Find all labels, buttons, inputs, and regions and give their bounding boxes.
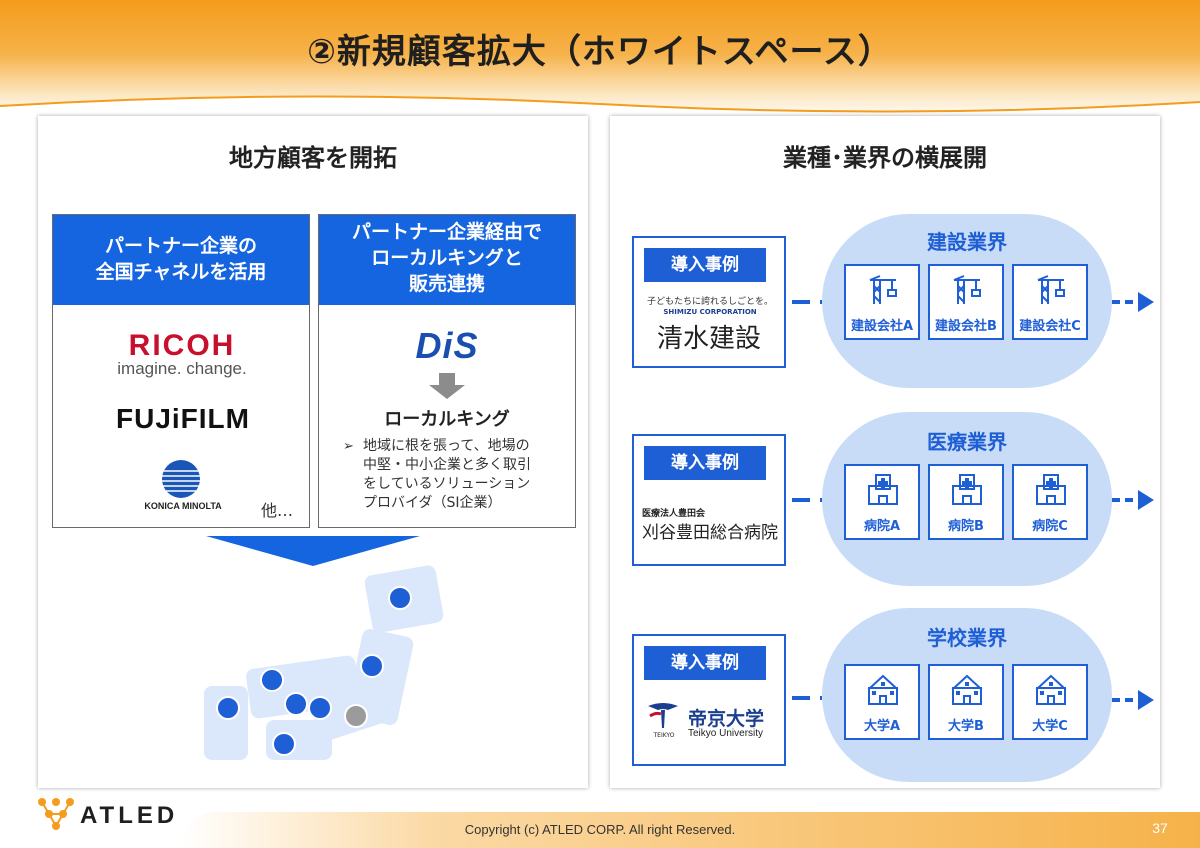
company-card[interactable]: 病院A [844,464,920,540]
partner-column-header: パートナー企業の 全国チャネルを活用 [53,215,309,305]
description-line4: プロバイダ（SI企業） [363,495,502,511]
description-line2: 中堅・中小企業と多く取引 [363,457,531,473]
location-pin-icon [344,704,368,728]
teikyo-logo-en: Teikyo University [688,728,764,739]
company-label: 大学B [948,719,984,734]
company-card[interactable]: 大学B [928,664,1004,740]
company-label: 大学C [1032,719,1068,734]
company-label: 病院A [863,519,901,534]
shimizu-tagline: 子どもたちに誇れるしごとを。 [646,297,773,307]
local-header-line3: 販売連携 [408,273,485,295]
shimizu-corp-name: SHIMIZU CORPORATION [663,308,757,316]
case-study-box-construction: 導入事例 子どもたちに誇れるしごとを。 SHIMIZU CORPORATION … [632,236,786,368]
right-panel-title: 業種･業界の横展開 [783,144,987,172]
crane-icon [869,275,897,304]
dis-logo: DiS [415,325,479,366]
page-number: 37 [1152,820,1168,836]
company-card[interactable]: 大学A [844,664,920,740]
company-card[interactable]: 大学C [1012,664,1088,740]
crane-icon [1037,275,1065,304]
etc-label: 他… [261,501,294,520]
company-card[interactable]: 建設会社C [1012,264,1088,340]
case-study-box-school: 導入事例 TEIKYO 帝京大学 Teikyo University [632,634,786,766]
location-pin-icon [308,696,332,720]
industry-title: 学校業界 [927,626,1007,650]
bullet-marker: ➢ [343,439,354,454]
arrow-right-icon [1112,292,1154,312]
school-icon [867,674,899,705]
konica-minolta-logo-text: KONICA MINOLTA [144,501,222,511]
company-card[interactable]: 病院C [1012,464,1088,540]
japan-map [38,564,588,786]
location-pin-icon [360,654,384,678]
industry-title: 医療業界 [927,430,1007,454]
fujifilm-logo: FUJiFILM [116,403,250,434]
company-card[interactable]: 建設会社B [928,264,1004,340]
teikyo-logo-ja: 帝京大学 [688,708,765,730]
case-study-tag: 導入事例 [644,446,766,480]
local-king-column: パートナー企業経由で ローカルキングと 販売連携 DiS ローカルキング ➢ 地… [318,214,576,528]
local-header-line1: パートナー企業経由で [351,221,542,243]
location-pin-icon [260,668,284,692]
ricoh-logo-tagline: imagine. change. [117,359,247,378]
case-study-box-medical: 導入事例 医療法人豊田会 刈谷豊田総合病院 [632,434,786,566]
atled-logo-text: ATLED [80,802,179,829]
school-icon [1035,674,1067,705]
atled-logo-icon [38,798,74,830]
left-panel: 地方顧客を開拓 パートナー企業の 全国チャネルを活用 RICOH imagine… [38,116,588,788]
partner-header-line1: パートナー企業の [104,235,257,257]
local-king-description: 地域に根を張って、地場の 中堅・中小企業と多く取引 をしているソリューション プ… [363,437,573,513]
hospital-icon [952,474,982,505]
local-header-line2: ローカルキングと [371,247,523,269]
partner-column: パートナー企業の 全国チャネルを活用 RICOH imagine. change… [52,214,310,528]
location-pin-icon [272,732,296,756]
company-card[interactable]: 建設会社A [844,264,920,340]
big-down-arrow-icon [206,536,420,566]
school-icon [951,674,983,705]
connector-dash [792,696,822,700]
company-label: 建設会社C [1019,319,1081,334]
case-study-tag: 導入事例 [644,248,766,282]
hospital-icon [1036,474,1066,505]
arrow-right-icon [1112,490,1154,510]
company-label: 建設会社A [850,319,914,334]
connector-dash [792,498,822,502]
footer-band [180,812,1200,848]
company-label: 大学A [863,719,901,734]
arrow-right-icon [1112,690,1154,710]
hospital-corp-name: 医療法人豊田会 [642,509,706,519]
ricoh-logo-name: RICOH [128,329,236,362]
konica-minolta-logo-mark [162,460,200,498]
teikyo-emblem-caption: TEIKYO [653,732,675,739]
company-label: 建設会社B [935,319,997,334]
footer-copyright: Copyright (c) ATLED CORP. All right Rese… [464,822,736,837]
local-king-subtitle: ローカルキング [384,409,510,430]
company-label: 病院C [1032,519,1068,534]
location-pin-icon [388,586,412,610]
down-arrow-icon [429,373,465,399]
company-label: 病院B [948,519,984,534]
case-study-tag: 導入事例 [644,646,766,680]
company-card[interactable]: 病院B [928,464,1004,540]
local-king-column-header: パートナー企業経由で ローカルキングと 販売連携 [319,215,575,305]
hospital-icon [868,474,898,505]
location-pin-icon [216,696,240,720]
teikyo-emblem-icon [648,703,678,728]
slide-title: ②新規顧客拡大（ホワイトスペース） [307,32,893,72]
connector-dash [792,300,822,304]
description-line3: をしているソリューション [363,476,531,492]
location-pin-icon [284,692,308,716]
shimizu-logo: 清水建設 [656,324,761,354]
description-line1: 地域に根を張って、地場の [363,438,530,454]
crane-icon [953,275,981,304]
partner-header-line2: 全国チャネルを活用 [95,261,267,283]
kariya-hospital-logo: 刈谷豊田総合病院 [642,523,778,543]
ricoh-logo: RICOH imagine. change. [107,329,257,379]
industry-title: 建設業界 [927,230,1007,254]
left-panel-title: 地方顧客を開拓 [229,144,397,172]
